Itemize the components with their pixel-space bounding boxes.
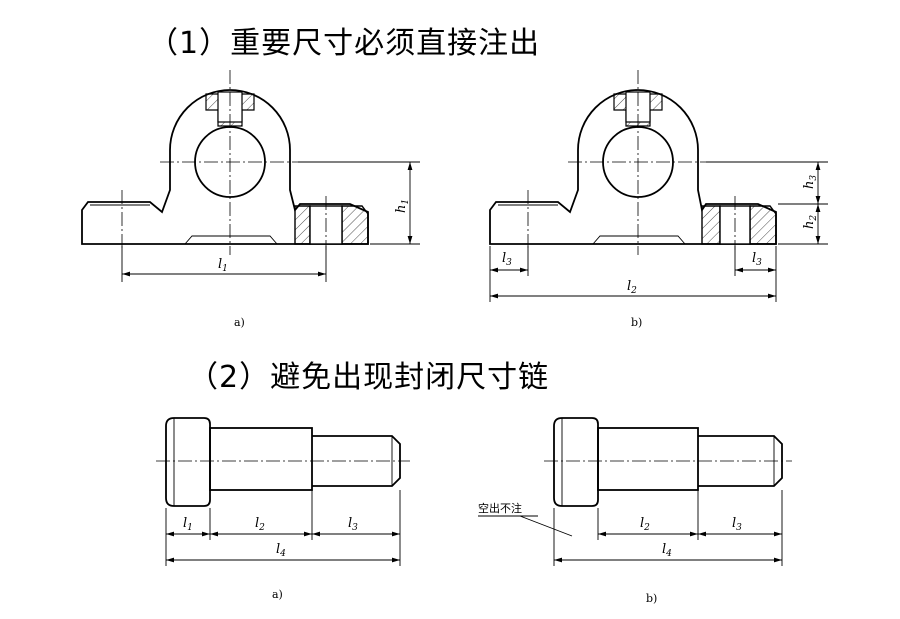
base-relief-a: [184, 235, 278, 245]
section-heading-2: （2）避免出现封闭尺寸链: [188, 360, 550, 395]
bearing-block-b: l3 l3 l2 h3 h2 b): [489, 70, 828, 329]
label-h2-b: h2: [802, 215, 819, 229]
stepped-shaft-a: l1 l2 l3 l4 a): [156, 417, 410, 601]
section-heading-1: （1）重要尺寸必须直接注出: [148, 26, 541, 61]
label-l3-shaft-a: l3: [348, 516, 358, 533]
label-l3-left-b: l3: [502, 251, 512, 268]
caption-bottom-a: a): [272, 588, 283, 601]
caption-top-b: b): [631, 316, 642, 329]
label-l3-shaft-b: l3: [732, 516, 742, 533]
stepped-shaft-b: l2 l3 l4 空出不注 b): [478, 417, 792, 605]
caption-bottom-b: b): [646, 592, 657, 605]
bearing-base-outline-b: [489, 89, 777, 245]
shaft-outline-a: [165, 417, 211, 507]
label-l2-shaft-b: l2: [640, 516, 650, 533]
label-l2-b: l2: [627, 279, 637, 296]
label-l4-shaft-b: l4: [662, 542, 672, 559]
caption-top-a: a): [234, 316, 245, 329]
bearing-base-outline-a: [81, 89, 369, 245]
shaft-outline-b: [553, 417, 599, 507]
label-l1-a: l1: [218, 257, 228, 274]
label-l1-shaft-a: l1: [183, 516, 193, 533]
label-h1-a: h1: [394, 199, 411, 213]
label-l2-shaft-a: l2: [255, 516, 265, 533]
label-h3-b: h3: [802, 175, 819, 189]
label-l3-right-b: l3: [752, 251, 762, 268]
bearing-block-a: l1 h1 a): [81, 70, 420, 329]
note-unmarked-b: 空出不注: [478, 501, 522, 515]
label-l4-shaft-a: l4: [276, 542, 286, 559]
